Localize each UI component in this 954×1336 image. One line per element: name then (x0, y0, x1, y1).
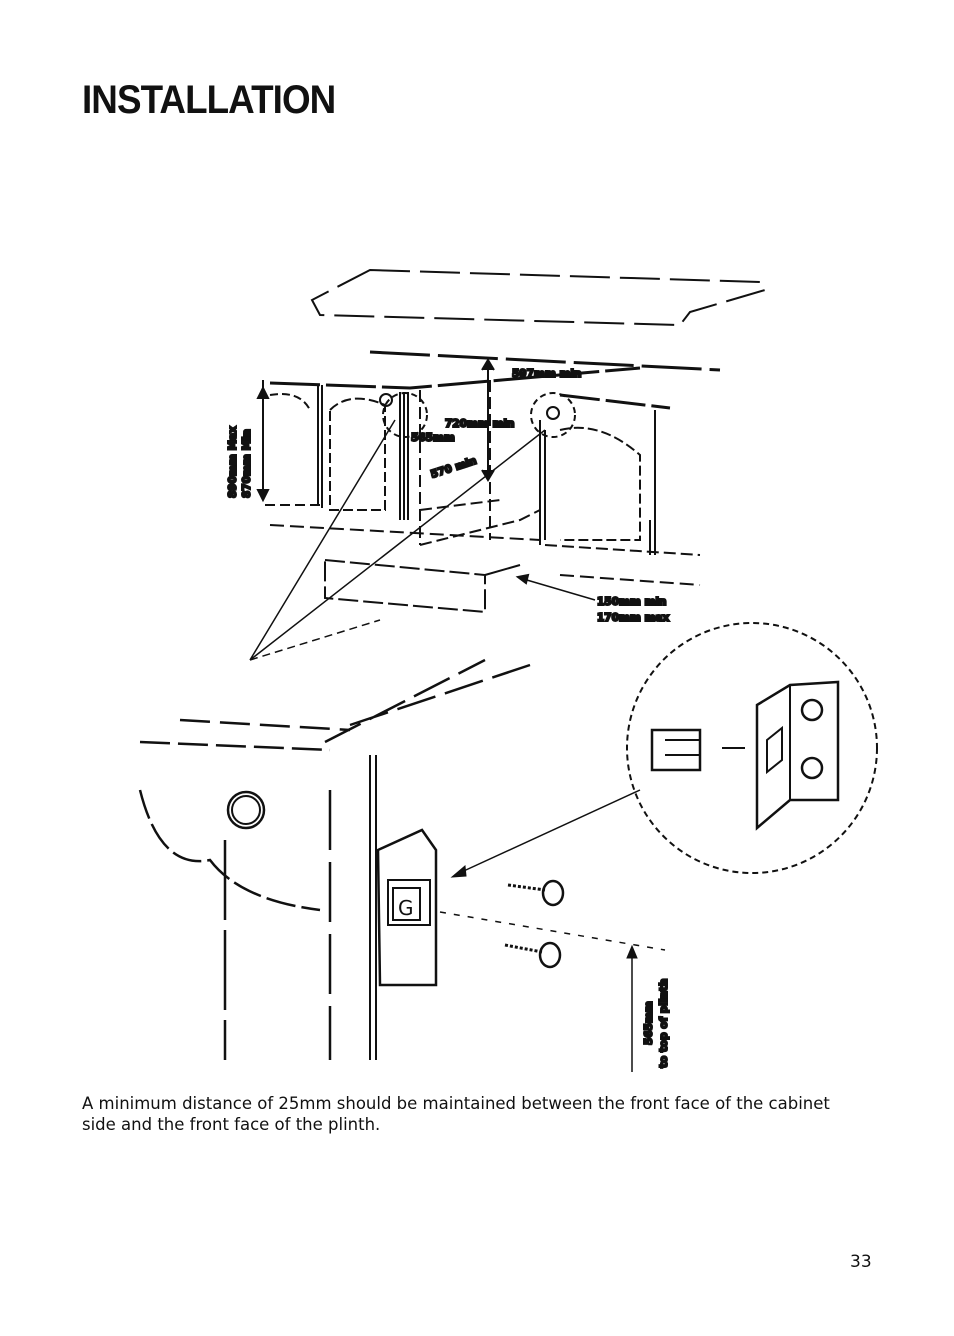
worktop (310, 268, 767, 327)
cabinet-closeup (138, 658, 531, 1060)
label-170mm-max: 170mm max (597, 612, 669, 624)
detail-circle (626, 622, 878, 874)
label-565mm-bracket: 565mm (643, 1001, 655, 1045)
label-565mm: 565mm (411, 432, 455, 444)
label-870mm-min: 870mm Min (241, 429, 253, 498)
detail-lines (249, 419, 546, 661)
label-150mm-min: 150mm min (597, 596, 666, 608)
page-number: 33 (850, 1252, 872, 1272)
screw-icon (504, 941, 562, 969)
cabinet-top-line (269, 350, 721, 410)
body-text: A minimum distance of 25mm should be mai… (82, 1094, 830, 1134)
plinth (324, 558, 596, 614)
screw-icon (507, 879, 565, 907)
appliance-outline (256, 358, 541, 546)
label-570-min: 570 min (429, 455, 478, 481)
bracket: G (376, 828, 438, 987)
label-597mm-min: 597mm min (512, 368, 581, 380)
detail-arrow (454, 789, 641, 876)
bracket-letter: G (398, 896, 414, 920)
label-to-top-of-plinth: to top of plinth (658, 979, 670, 1068)
height-line (439, 911, 666, 951)
left-cabinet (262, 380, 541, 541)
page-title: INSTALLATION (82, 78, 336, 122)
right-cabinet (530, 392, 701, 586)
label-890mm-max: 890mm Max (227, 426, 239, 498)
label-720mm-min: 720mm min (445, 418, 514, 430)
